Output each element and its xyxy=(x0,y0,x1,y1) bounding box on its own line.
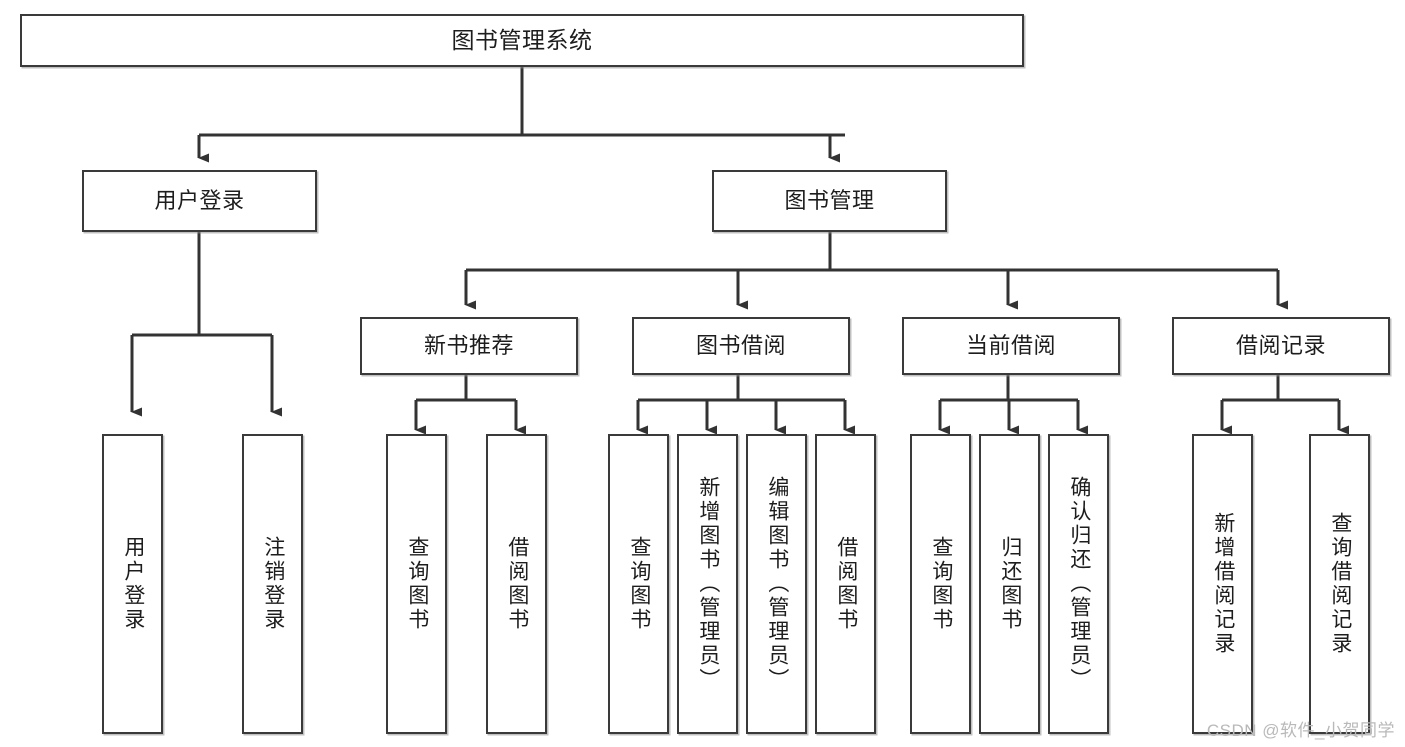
node-leaf-query-book-borrow[interactable]: 查询图书 xyxy=(608,434,669,734)
node-label: 图书借阅 xyxy=(695,333,786,359)
node-current-borrow[interactable]: 当前借阅 xyxy=(902,317,1120,375)
node-book-management[interactable]: 图书管理 xyxy=(712,170,947,232)
node-label: 查询借阅记录 xyxy=(1328,512,1352,656)
node-leaf-add-book[interactable]: 新增图书（管理员） xyxy=(677,434,738,734)
node-leaf-confirm-return[interactable]: 确认归还（管理员） xyxy=(1048,434,1109,734)
node-label: 当前借阅 xyxy=(965,333,1056,359)
node-label: 用户登录 xyxy=(154,188,245,214)
node-label: 查询图书 xyxy=(405,536,429,632)
csdn-watermark: CSDN @软件_小贺同学 xyxy=(1206,721,1395,740)
node-label: 图书管理系统 xyxy=(451,27,593,54)
node-label: 查询图书 xyxy=(929,536,953,632)
node-label: 借阅图书 xyxy=(505,536,529,632)
node-borrow-record[interactable]: 借阅记录 xyxy=(1172,317,1390,375)
node-user-login[interactable]: 用户登录 xyxy=(82,170,317,232)
node-label: 归还图书 xyxy=(998,536,1022,632)
node-label: 编辑图书（管理员） xyxy=(765,476,789,692)
node-label: 借阅记录 xyxy=(1235,333,1326,359)
node-book-borrow[interactable]: 图书借阅 xyxy=(632,317,850,375)
node-leaf-query-borrow-record[interactable]: 查询借阅记录 xyxy=(1309,434,1370,734)
node-leaf-logout-login[interactable]: 注销登录 xyxy=(242,434,303,734)
node-label: 借阅图书 xyxy=(834,536,858,632)
node-book-management-system[interactable]: 图书管理系统 xyxy=(20,14,1024,67)
node-leaf-return-book[interactable]: 归还图书 xyxy=(979,434,1040,734)
node-leaf-edit-book[interactable]: 编辑图书（管理员） xyxy=(746,434,807,734)
node-leaf-borrow-book-recommend[interactable]: 借阅图书 xyxy=(486,434,547,734)
node-label: 新书推荐 xyxy=(423,333,514,359)
node-label: 用户登录 xyxy=(121,536,145,632)
node-leaf-borrow-book[interactable]: 借阅图书 xyxy=(815,434,876,734)
node-leaf-query-book-recommend[interactable]: 查询图书 xyxy=(386,434,447,734)
node-leaf-query-book-current[interactable]: 查询图书 xyxy=(910,434,971,734)
node-label: 查询图书 xyxy=(627,536,651,632)
node-label: 新增借阅记录 xyxy=(1211,512,1235,656)
node-label: 注销登录 xyxy=(261,536,285,632)
node-label: 确认归还（管理员） xyxy=(1067,476,1091,692)
node-leaf-user-login[interactable]: 用户登录 xyxy=(102,434,163,734)
node-new-book-recommend[interactable]: 新书推荐 xyxy=(360,317,578,375)
node-label: 图书管理 xyxy=(784,188,875,214)
node-leaf-add-borrow-record[interactable]: 新增借阅记录 xyxy=(1192,434,1253,734)
node-label: 新增图书（管理员） xyxy=(696,476,720,692)
